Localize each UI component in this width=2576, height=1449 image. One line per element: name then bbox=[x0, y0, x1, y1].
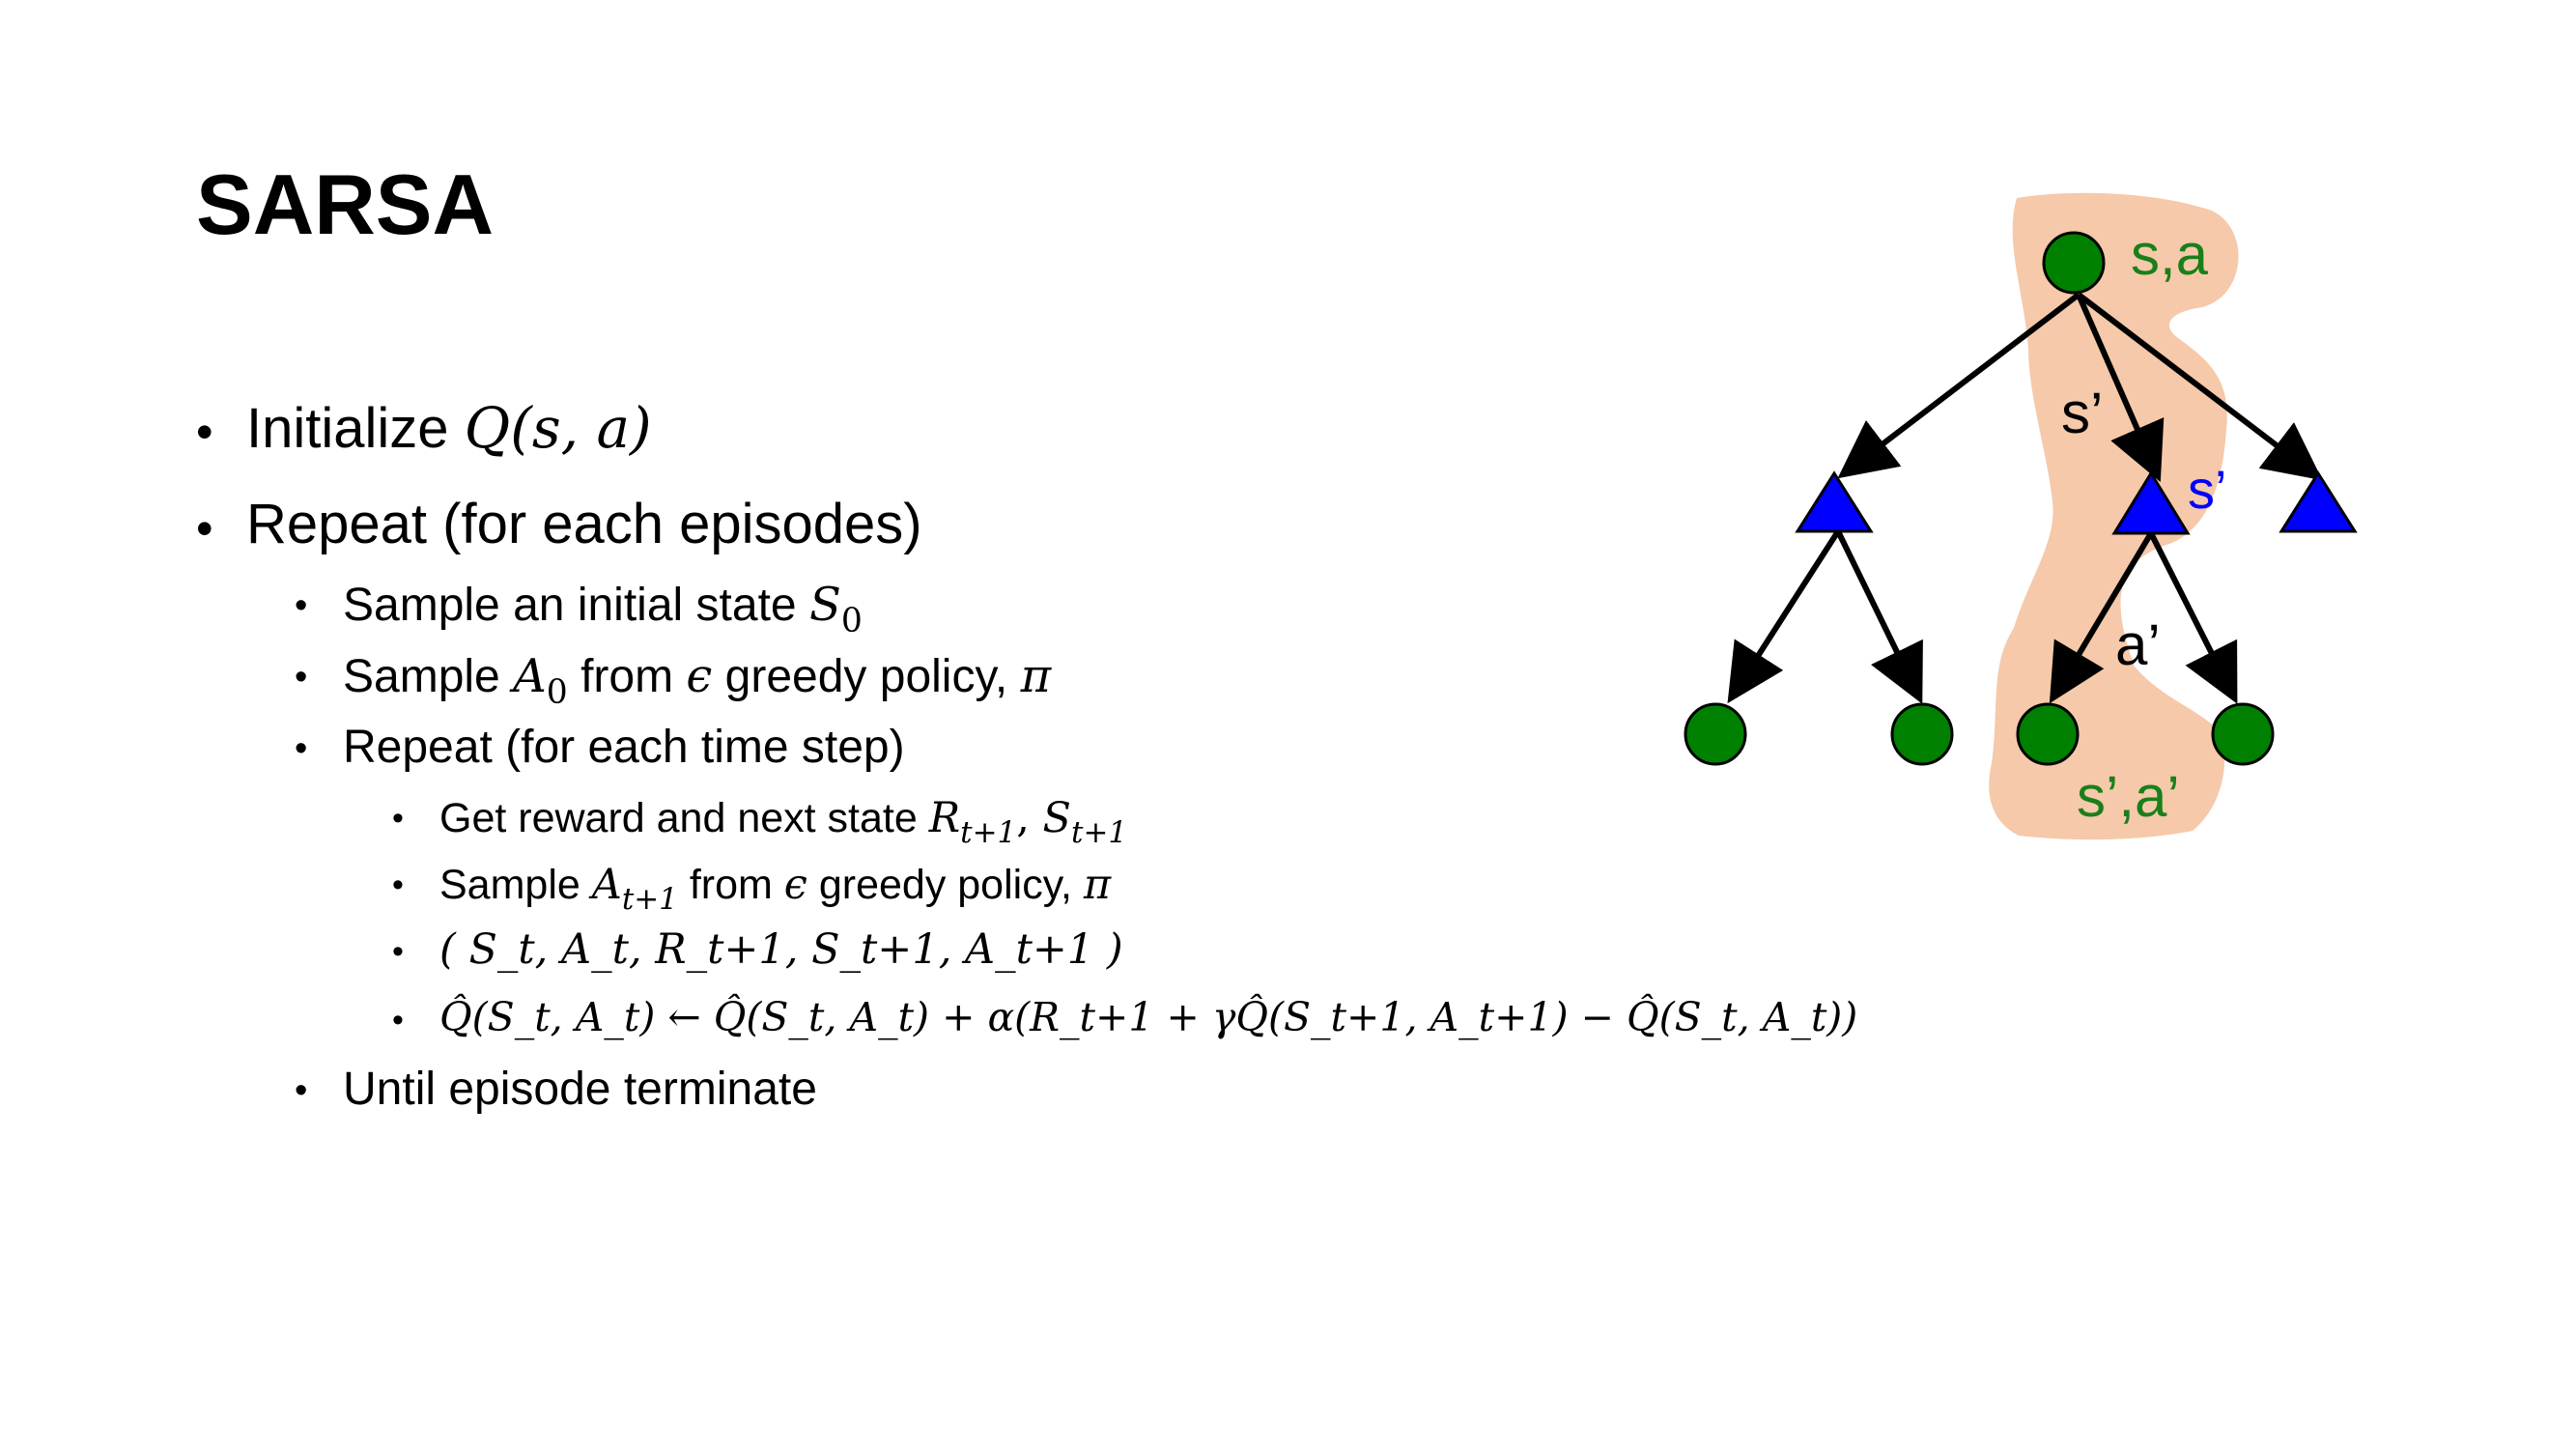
list-item-sarsa-tuple: ( S_t, A_t, R_t+1, S_t+1, A_t+1 ) bbox=[439, 925, 1123, 974]
action-node-mid bbox=[2111, 470, 2191, 535]
bullet: • bbox=[295, 1070, 308, 1111]
edge-a1-left bbox=[1727, 529, 1841, 704]
action-node-left bbox=[1795, 470, 1874, 533]
list-item-sample-next-action: Sample At+1 from ϵ greedy policy, π bbox=[439, 861, 1112, 917]
bullet: • bbox=[196, 405, 213, 459]
edge-root-left bbox=[1837, 292, 2081, 479]
list-item-get-reward: Get reward and next state Rt+1, St+1 bbox=[439, 794, 1128, 850]
bullet: • bbox=[196, 501, 213, 555]
state-node-root bbox=[2042, 231, 2106, 295]
state-node-leaf-2 bbox=[1890, 702, 1954, 766]
bullet: • bbox=[392, 867, 404, 903]
label-s-prime-edge: s’ bbox=[2061, 381, 2103, 445]
edge-a2-right bbox=[2148, 531, 2238, 704]
state-node-leaf-4 bbox=[2211, 702, 2275, 766]
label-a-prime: a’ bbox=[2115, 612, 2161, 677]
bullet: • bbox=[392, 933, 404, 970]
list-item-initialize: Initialize Q(s, a) bbox=[246, 395, 652, 461]
list-item-update-rule: Q̂(S_t, A_t) ← Q̂(S_t, A_t) + α(R_t+1 + … bbox=[439, 994, 1858, 1040]
bullet: • bbox=[295, 585, 308, 626]
label-sa: s,a bbox=[2131, 222, 2209, 287]
list-item-repeat-step: Repeat (for each time step) bbox=[343, 722, 905, 773]
state-node-leaf-1 bbox=[1684, 702, 1747, 766]
state-node-leaf-3 bbox=[2016, 702, 2080, 766]
bullet: • bbox=[392, 1002, 404, 1038]
edge-root-mid bbox=[2076, 293, 2165, 482]
list-item-sample-state: Sample an initial state S0 bbox=[343, 578, 863, 641]
math-q-sa: Q(s, a) bbox=[464, 395, 652, 461]
list-item-repeat-episodes: Repeat (for each episodes) bbox=[246, 493, 922, 555]
list-item-until-terminate: Until episode terminate bbox=[343, 1064, 817, 1115]
edge-a1-right bbox=[1835, 529, 1923, 704]
list-item-sample-action: Sample A0 from ϵ greedy policy, π bbox=[343, 649, 1052, 713]
edge-a2-left bbox=[2049, 531, 2154, 704]
action-node-right bbox=[2279, 470, 2358, 533]
bullet: • bbox=[392, 800, 404, 837]
edge-root-right bbox=[2077, 292, 2323, 481]
bullet: • bbox=[295, 728, 308, 769]
bullet: • bbox=[295, 657, 308, 697]
label-s-prime-node: s’ bbox=[2188, 459, 2226, 520]
slide-title: SARSA bbox=[196, 156, 495, 252]
label-sa-prime: s’,a’ bbox=[2077, 764, 2180, 829]
